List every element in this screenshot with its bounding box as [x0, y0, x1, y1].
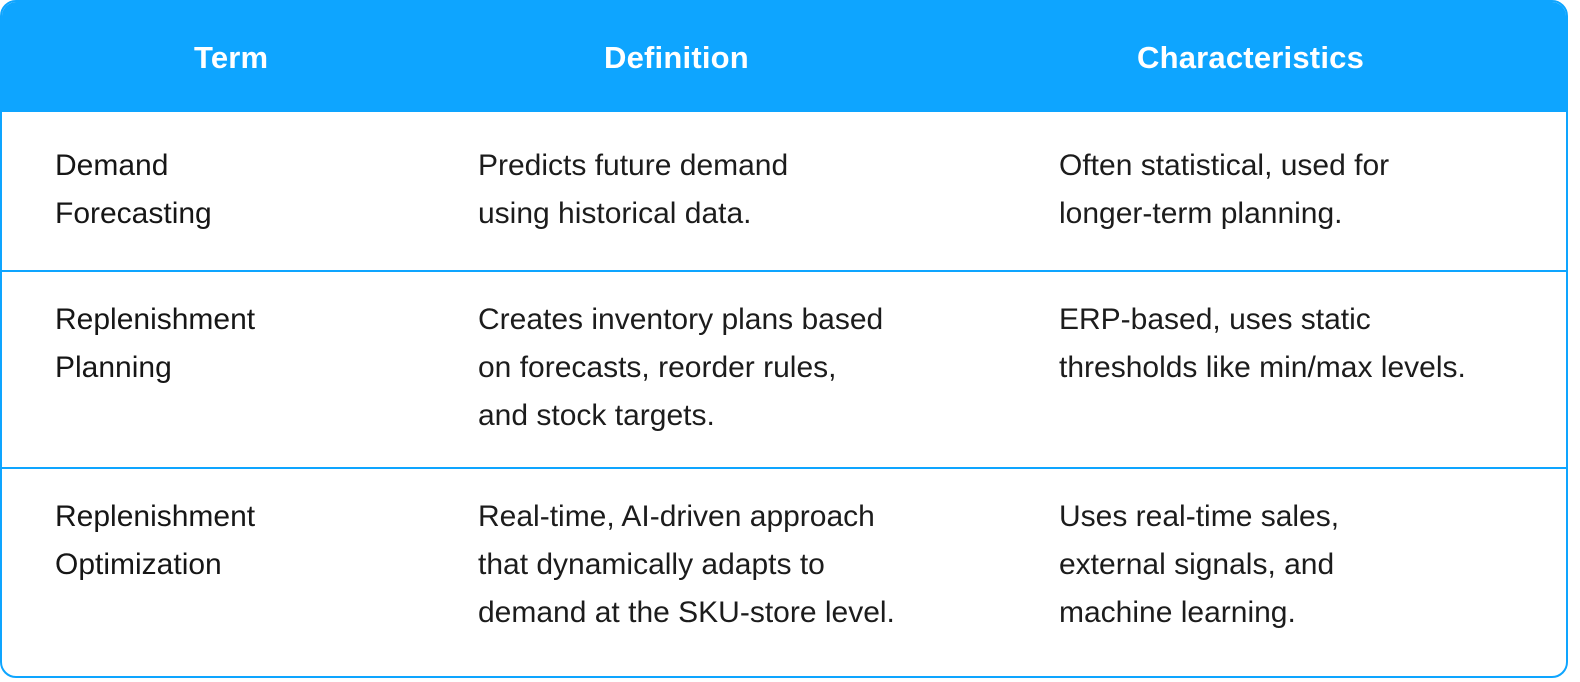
- term-cell: Replenishment Planning: [55, 303, 256, 384]
- definition-cell: Real-time, AI-driven approach that dynam…: [478, 500, 895, 629]
- header-definition: Definition: [604, 40, 749, 75]
- table-row: Demand Forecasting Predicts future deman…: [2, 112, 1566, 270]
- definition-cell: Predicts future demand using historical …: [478, 149, 789, 230]
- table-header-row: Term Definition Characteristics: [2, 2, 1566, 112]
- characteristics-cell: ERP-based, uses static thresholds like m…: [1059, 303, 1466, 384]
- table-row: Replenishment Planning Creates inventory…: [2, 270, 1566, 467]
- characteristics-cell: Often statistical, used for longer-term …: [1059, 149, 1390, 230]
- definition-cell: Creates inventory plans based on forecas…: [478, 303, 884, 432]
- term-cell: Replenishment Optimization: [55, 500, 256, 581]
- term-cell: Demand Forecasting: [55, 149, 212, 230]
- table-row: Replenishment Optimization Real-time, AI…: [2, 467, 1566, 676]
- header-term: Term: [194, 40, 269, 75]
- header-characteristics: Characteristics: [1137, 40, 1365, 75]
- characteristics-cell: Uses real-time sales, external signals, …: [1059, 500, 1340, 629]
